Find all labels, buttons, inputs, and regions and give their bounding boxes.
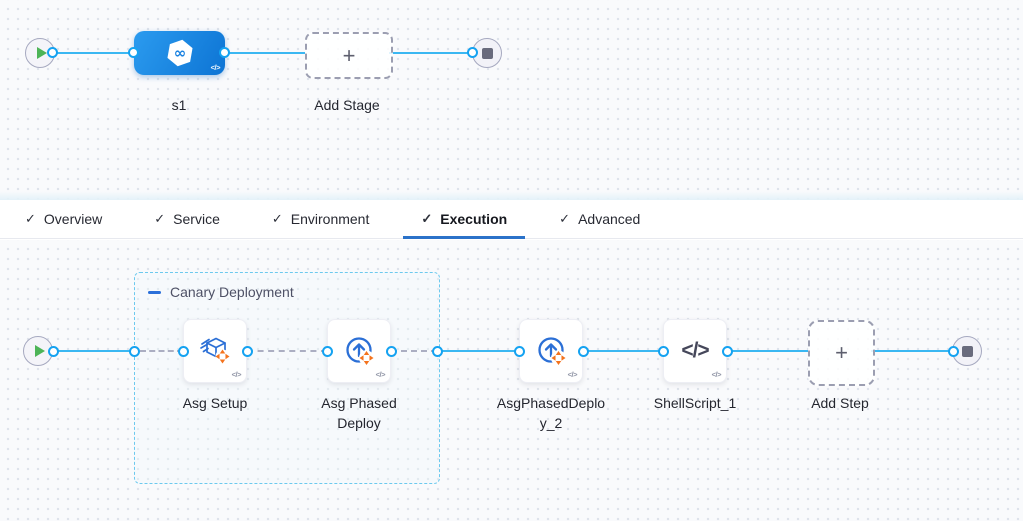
connector-port[interactable] bbox=[128, 345, 140, 357]
template-code-icon: </> bbox=[567, 370, 578, 379]
tab-service[interactable]: ✓ Service bbox=[136, 200, 238, 238]
step-label-asg-phased-deploy: Asg Phased Deploy bbox=[321, 395, 397, 431]
tab-label: Service bbox=[173, 211, 220, 227]
add-step-button[interactable]: + bbox=[808, 320, 875, 386]
template-code-icon: </> bbox=[210, 63, 221, 72]
connector-port[interactable] bbox=[321, 345, 333, 357]
dashed-connector-line bbox=[247, 350, 327, 352]
connector-line bbox=[727, 350, 808, 352]
check-icon: ✓ bbox=[559, 211, 571, 226]
tab-overview[interactable]: ✓ Overview bbox=[7, 200, 120, 238]
check-icon: ✓ bbox=[154, 211, 166, 226]
connector-port[interactable] bbox=[128, 47, 139, 58]
step-node-asg-phased-deploy-2[interactable]: </> bbox=[519, 319, 583, 383]
play-icon bbox=[36, 47, 47, 59]
connector-port[interactable] bbox=[47, 47, 58, 58]
step-label-shellscript-1: ShellScript_1 bbox=[653, 395, 737, 411]
template-code-icon: </> bbox=[711, 370, 722, 379]
connector-port[interactable] bbox=[385, 345, 397, 357]
tab-label: Execution bbox=[440, 211, 508, 227]
tab-label: Environment bbox=[290, 211, 370, 227]
add-step-label: Add Step bbox=[811, 395, 869, 411]
svg-text:∞: ∞ bbox=[173, 44, 186, 62]
connector-port[interactable] bbox=[721, 345, 733, 357]
tab-label: Overview bbox=[43, 211, 103, 227]
check-icon: ✓ bbox=[271, 211, 283, 226]
connector-port[interactable] bbox=[241, 345, 253, 357]
connector-line bbox=[389, 52, 473, 54]
play-icon bbox=[34, 345, 45, 357]
tab-environment[interactable]: ✓ Environment bbox=[254, 200, 388, 238]
stage-graph-canvas[interactable]: ∞ </> + s1 Add Stage bbox=[0, 0, 1023, 200]
connector-line bbox=[53, 350, 135, 352]
connector-line bbox=[583, 350, 663, 352]
stage-node-s1[interactable]: ∞ </> bbox=[134, 31, 225, 75]
connector-port[interactable] bbox=[513, 345, 525, 357]
dashed-connector-line bbox=[391, 350, 437, 352]
step-node-asg-phased-deploy[interactable]: </> bbox=[327, 319, 391, 383]
step-label-asg-setup: Asg Setup bbox=[182, 395, 248, 411]
connector-line bbox=[871, 350, 953, 352]
add-stage-label: Add Stage bbox=[314, 97, 380, 113]
connector-port[interactable] bbox=[219, 47, 230, 58]
stop-icon bbox=[481, 47, 493, 59]
harness-stage-icon: ∞ bbox=[166, 39, 193, 67]
shell-script-code-icon: </> bbox=[681, 339, 709, 362]
phased-deploy-icon bbox=[346, 337, 374, 366]
plus-icon: + bbox=[835, 340, 848, 365]
phased-deploy-icon bbox=[538, 337, 566, 366]
tab-label: Advanced bbox=[578, 211, 641, 227]
template-code-icon: </> bbox=[231, 370, 242, 379]
step-node-shellscript-1[interactable]: </> </> bbox=[663, 319, 727, 383]
template-code-icon: </> bbox=[375, 370, 386, 379]
stage-label: s1 bbox=[171, 97, 187, 113]
canvas-edge-fade bbox=[0, 191, 1023, 200]
dashed-connector-line bbox=[140, 350, 183, 352]
connector-port[interactable] bbox=[177, 345, 189, 357]
connector-port[interactable] bbox=[577, 345, 589, 357]
stop-icon bbox=[961, 345, 973, 357]
step-group-header[interactable]: Canary Deployment bbox=[148, 284, 294, 300]
connector-line bbox=[225, 52, 305, 54]
stage-config-tabbar: ✓ Overview ✓ Service ✓ Environment ✓ Exe… bbox=[0, 200, 1023, 239]
connector-line bbox=[53, 52, 134, 54]
add-stage-button[interactable]: + bbox=[305, 32, 393, 79]
collapse-minus-icon[interactable] bbox=[148, 290, 161, 294]
connector-port[interactable] bbox=[657, 345, 669, 357]
step-group-canary-deployment[interactable] bbox=[134, 272, 440, 484]
check-icon: ✓ bbox=[25, 211, 36, 226]
connector-port[interactable] bbox=[431, 345, 443, 357]
asg-setup-cube-icon bbox=[200, 337, 230, 364]
step-node-asg-setup[interactable]: </> bbox=[183, 319, 247, 383]
step-label-asg-phased-deploy-2: AsgPhasedDeploy_2 bbox=[496, 395, 606, 431]
connector-port[interactable] bbox=[467, 47, 478, 58]
connector-port[interactable] bbox=[947, 345, 959, 357]
connector-port[interactable] bbox=[47, 345, 59, 357]
tab-execution[interactable]: ✓ Execution bbox=[403, 200, 525, 239]
check-icon: ✓ bbox=[421, 211, 433, 226]
step-group-label: Canary Deployment bbox=[170, 284, 294, 300]
connector-line bbox=[437, 350, 519, 352]
plus-icon: + bbox=[342, 42, 356, 68]
tab-advanced[interactable]: ✓ Advanced bbox=[541, 200, 658, 238]
